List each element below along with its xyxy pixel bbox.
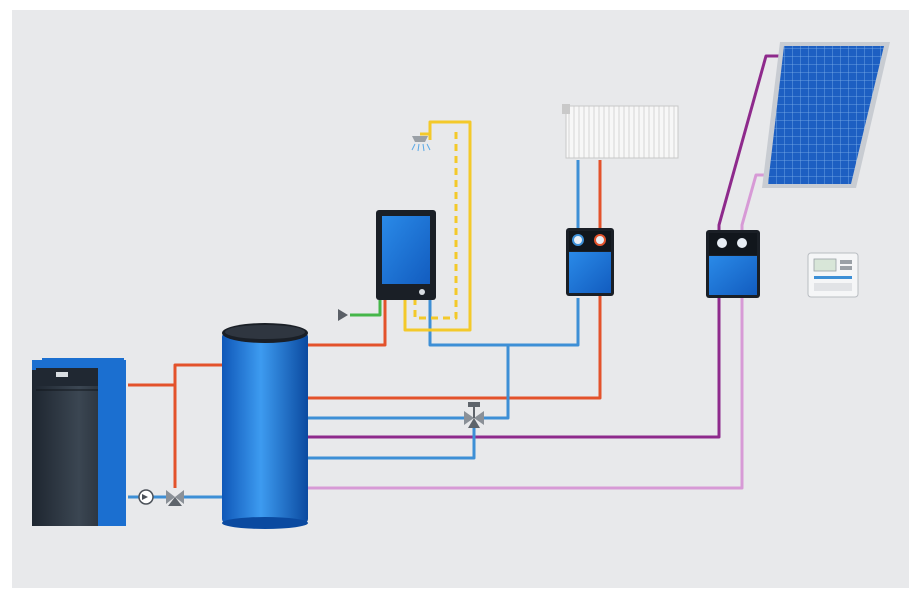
inlet-arrow-icon bbox=[338, 309, 348, 321]
hot-water-pipe bbox=[403, 120, 472, 332]
heating-flow-pipe bbox=[306, 250, 602, 400]
dhw-supply-pipe bbox=[306, 300, 387, 347]
controller-icon bbox=[807, 252, 859, 298]
instantaneous-water-heater-icon bbox=[376, 210, 436, 300]
pipes bbox=[128, 54, 780, 499]
solar-flow-pipe bbox=[306, 54, 780, 439]
three-way-valve-icon bbox=[464, 402, 484, 428]
cold-water-inlet-pipe bbox=[350, 300, 382, 317]
hot-water-circulation-pipe bbox=[413, 130, 458, 320]
shower-head-icon bbox=[411, 132, 432, 152]
three-way-valve-icon bbox=[166, 490, 184, 506]
solar-return-pipe bbox=[306, 173, 772, 490]
solar-panel-icon bbox=[762, 42, 890, 188]
radiator-icon bbox=[562, 104, 679, 159]
pump-station-icon bbox=[566, 228, 614, 296]
buffer-tank-icon bbox=[222, 323, 308, 529]
solid-fuel-boiler-icon bbox=[32, 358, 126, 526]
solar-station-icon bbox=[706, 230, 760, 298]
diagram-background bbox=[12, 10, 909, 588]
